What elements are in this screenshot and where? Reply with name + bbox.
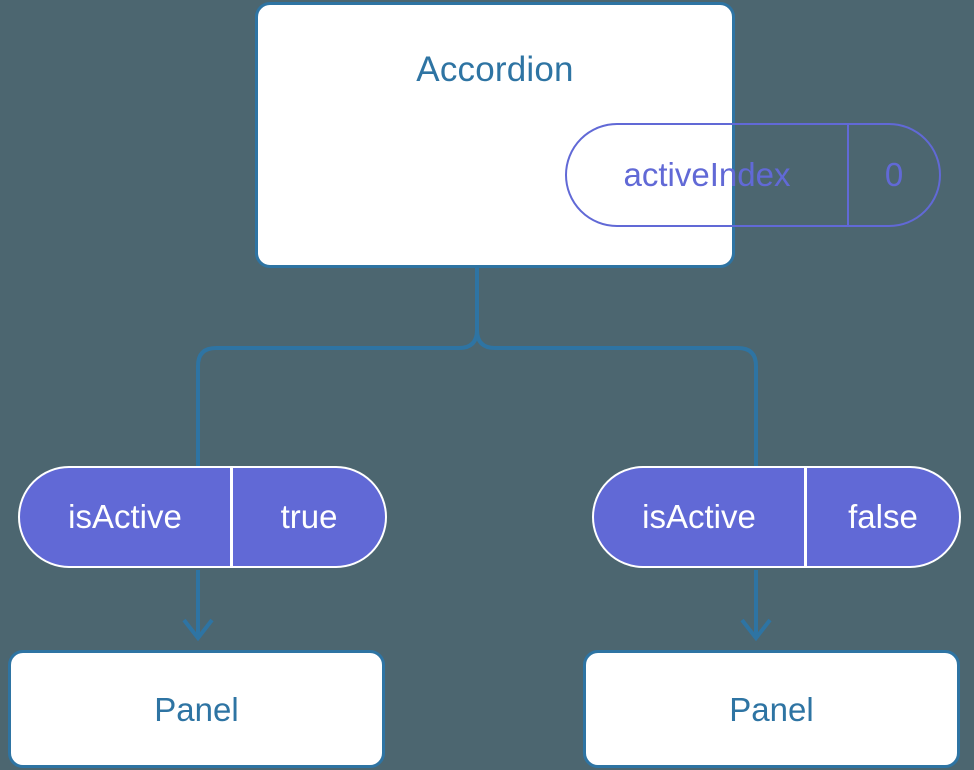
state-pill-active-index[interactable]: activeIndex 0 xyxy=(565,123,941,227)
panel-node-right[interactable]: Panel xyxy=(583,650,960,768)
panel-node-left[interactable]: Panel xyxy=(8,650,385,768)
state-pill-value: 0 xyxy=(884,156,904,193)
panel-node-label: Panel xyxy=(154,690,239,728)
prop-pill-key: isActive xyxy=(20,468,233,566)
connector-root-to-left xyxy=(196,268,479,466)
prop-pill-value: true xyxy=(280,498,338,535)
prop-pill-is-active-false[interactable]: isActive false xyxy=(592,466,961,568)
prop-pill-is-active-true[interactable]: isActive true xyxy=(18,466,387,568)
state-pill-key: activeIndex xyxy=(567,125,849,225)
arrow-head-left xyxy=(182,618,214,642)
accordion-node[interactable]: Accordion activeIndex 0 xyxy=(255,2,941,268)
arrow-head-right xyxy=(740,618,772,642)
prop-pill-value: false xyxy=(848,498,918,535)
connector-root-to-right xyxy=(475,268,758,466)
prop-pill-key: isActive xyxy=(594,468,807,566)
panel-node-label: Panel xyxy=(729,690,814,728)
accordion-node-title: Accordion xyxy=(416,50,574,89)
